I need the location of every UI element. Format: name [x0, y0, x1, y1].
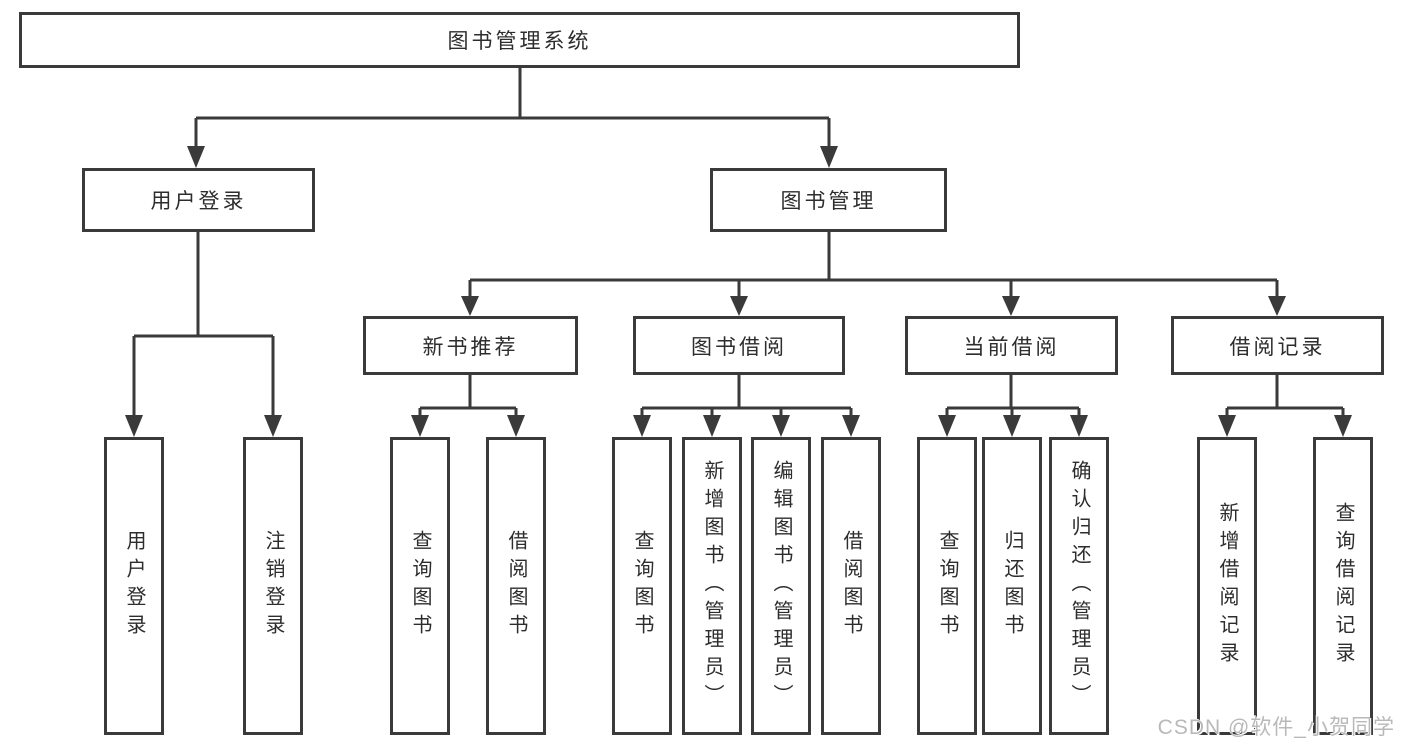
leaf-add-borrow-record: 新增借阅记录: [1197, 437, 1257, 735]
arrowhead-icon: [1003, 415, 1021, 437]
node-label: 借阅图书: [505, 530, 527, 642]
arrowhead-icon: [772, 415, 790, 437]
arrowhead-icon: [264, 415, 282, 437]
node-label: 归还图书: [1001, 530, 1023, 642]
leaf-user-login: 用户登录: [104, 437, 164, 735]
leaf-current-query-books: 查询图书: [917, 437, 977, 735]
leaf-return-books: 归还图书: [982, 437, 1042, 735]
leaf-edit-books-admin: 编辑图书（管理员）: [751, 437, 811, 735]
arrowhead-icon: [125, 415, 143, 437]
node-user-login: 用户登录: [82, 168, 315, 232]
node-borrowing-records: 借阅记录: [1171, 316, 1384, 375]
node-label: 查询借阅记录: [1332, 502, 1354, 670]
node-current-borrowing: 当前借阅: [905, 316, 1118, 375]
leaf-logout: 注销登录: [243, 437, 303, 735]
node-label: 当前借阅: [963, 335, 1060, 359]
node-label: 图书管理系统: [447, 30, 592, 53]
node-library-system: 图书管理系统: [19, 12, 1020, 68]
arrowhead-icon: [461, 296, 479, 316]
node-label: 编辑图书（管理员）: [770, 460, 792, 712]
arrowhead-icon: [1218, 415, 1236, 437]
node-label: 用户登录: [150, 190, 247, 213]
csdn-watermark: CSDN @软件_小贺同学: [1157, 716, 1395, 739]
arrowhead-icon: [633, 415, 651, 437]
node-label: 用户登录: [123, 530, 145, 642]
arrowhead-icon: [187, 146, 205, 168]
arrowhead-icon: [703, 415, 721, 437]
arrowhead-icon: [820, 146, 838, 168]
arrowhead-icon: [411, 415, 429, 437]
leaf-query-borrow-record: 查询借阅记录: [1313, 437, 1373, 735]
node-label: 查询图书: [936, 530, 958, 642]
leaf-confirm-return-admin: 确认归还（管理员）: [1049, 437, 1109, 735]
node-label: 图书借阅: [691, 335, 787, 359]
node-label: 注销登录: [262, 530, 284, 642]
arrowhead-icon: [938, 415, 956, 437]
arrowhead-icon: [1070, 415, 1088, 437]
node-label: 借阅图书: [840, 530, 862, 642]
leaf-borrowing-query-books: 查询图书: [612, 437, 672, 735]
node-label: 新增图书（管理员）: [701, 460, 723, 712]
arrowhead-icon: [1002, 296, 1020, 316]
node-label: 图书管理: [780, 190, 877, 213]
leaf-recommend-query-books: 查询图书: [390, 437, 450, 735]
node-book-management: 图书管理: [710, 168, 947, 232]
arrowhead-icon: [507, 415, 525, 437]
arrowhead-icon: [1334, 415, 1352, 437]
leaf-borrowing-borrow-books: 借阅图书: [821, 437, 881, 735]
arrowhead-icon: [730, 296, 748, 316]
node-book-borrowing: 图书借阅: [633, 316, 845, 375]
node-label: 查询图书: [631, 530, 653, 642]
node-label: 查询图书: [409, 530, 431, 642]
node-label: 借阅记录: [1229, 335, 1326, 359]
node-label: 确认归还（管理员）: [1068, 460, 1090, 712]
leaf-recommend-borrow-books: 借阅图书: [486, 437, 546, 735]
arrowhead-icon: [1268, 296, 1286, 316]
arrowhead-icon: [842, 415, 860, 437]
node-new-book-recommend: 新书推荐: [363, 316, 578, 375]
node-label: 新书推荐: [422, 335, 519, 359]
node-label: 新增借阅记录: [1216, 502, 1238, 670]
leaf-add-books-admin: 新增图书（管理员）: [682, 437, 742, 735]
